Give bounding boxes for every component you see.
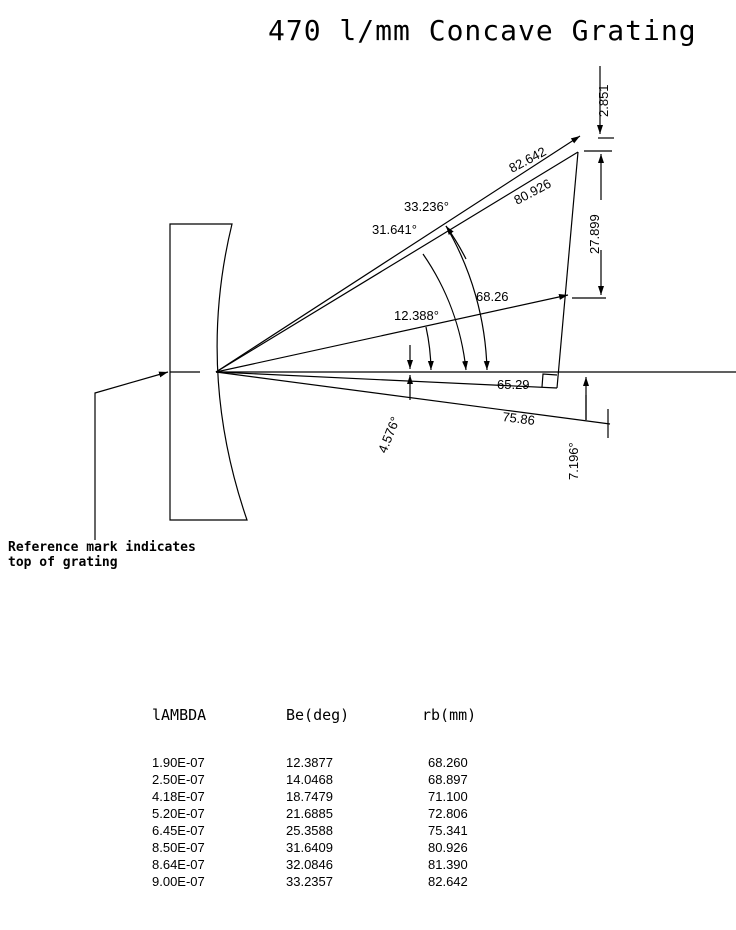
ray-82642 xyxy=(215,135,581,373)
table-cell: 68.897 xyxy=(428,772,468,787)
table-cell: 1.90E-07 xyxy=(152,755,205,770)
arc-12388 xyxy=(425,326,434,371)
column-rb: 68.260 68.897 71.100 72.806 75.341 80.92… xyxy=(428,754,468,890)
ray-7586 xyxy=(215,371,611,425)
label-6826: 68.26 xyxy=(476,289,509,304)
header-rb: rb(mm) xyxy=(422,706,477,724)
right-angle-mark xyxy=(541,373,558,388)
table-cell: 72.806 xyxy=(428,806,468,821)
label-7196: 7.196° xyxy=(566,442,581,480)
table-cell: 14.0468 xyxy=(286,772,333,787)
table-cell: 75.341 xyxy=(428,823,468,838)
table-cell: 25.3588 xyxy=(286,823,333,838)
table-cell: 80.926 xyxy=(428,840,468,855)
note-leader xyxy=(94,371,169,540)
table-cell: 33.2357 xyxy=(286,874,333,889)
table-cell: 5.20E-07 xyxy=(152,806,205,821)
label-27899: 27.899 xyxy=(587,214,602,254)
ray-6529 xyxy=(215,371,558,389)
label-82642: 82.642 xyxy=(506,144,548,176)
focal-curve xyxy=(556,151,579,389)
table-cell: 4.18E-07 xyxy=(152,789,205,804)
label-7586: 75.86 xyxy=(502,409,536,428)
label-4576: 4.576° xyxy=(375,415,403,456)
table-cell: 82.642 xyxy=(428,874,468,889)
note-line-2: top of grating xyxy=(8,555,118,570)
table-cell: 9.00E-07 xyxy=(152,874,205,889)
table-cell: 31.6409 xyxy=(286,840,333,855)
table-cell: 68.260 xyxy=(428,755,468,770)
table-cell: 12.3877 xyxy=(286,755,333,770)
table-cell: 2.50E-07 xyxy=(152,772,205,787)
ray-80926 xyxy=(215,151,579,373)
table-cell: 18.7479 xyxy=(286,789,333,804)
header-lambda: lAMBDA xyxy=(152,706,207,724)
column-be: 12.3877 14.0468 18.7479 21.6885 25.3588 … xyxy=(286,754,333,890)
label-12388: 12.388° xyxy=(394,308,439,323)
label-6529: 65.29 xyxy=(497,377,530,392)
grating-body xyxy=(169,223,248,521)
note-line-1: Reference mark indicates xyxy=(8,540,196,555)
arc-31641 xyxy=(422,253,469,371)
table-cell: 81.390 xyxy=(428,857,468,872)
ray-6826 xyxy=(215,293,569,373)
table-cell: 32.0846 xyxy=(286,857,333,872)
header-be: Be(deg) xyxy=(286,706,350,724)
label-31641: 31.641° xyxy=(372,222,417,237)
label-80926: 80.926 xyxy=(511,176,553,208)
column-lambda: 1.90E-07 2.50E-07 4.18E-07 5.20E-07 6.45… xyxy=(152,754,205,890)
label-2851: 2.851 xyxy=(596,84,611,117)
table-cell: 8.50E-07 xyxy=(152,840,205,855)
label-33236: 33.236° xyxy=(404,199,449,214)
table-cell: 71.100 xyxy=(428,789,468,804)
table-cell: 8.64E-07 xyxy=(152,857,205,872)
table-cell: 21.6885 xyxy=(286,806,333,821)
arc-33236 xyxy=(445,225,490,371)
table-cell: 6.45E-07 xyxy=(152,823,205,838)
page-title: 470 l/mm Concave Grating xyxy=(268,14,697,47)
